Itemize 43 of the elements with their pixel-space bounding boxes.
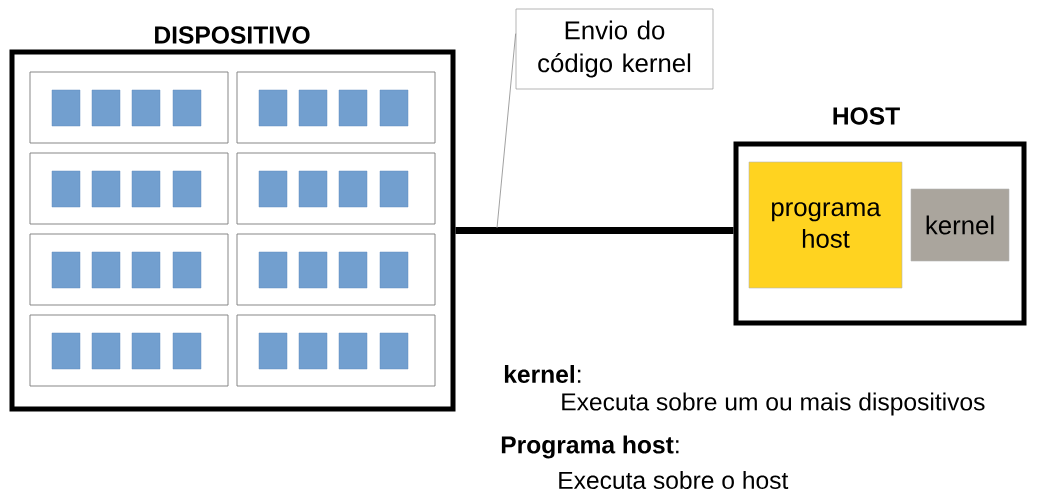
note-text: kernel: [504, 365, 581, 384]
core-square [172, 89, 202, 127]
core-square [51, 89, 81, 127]
core-square [379, 251, 409, 289]
core-square [91, 332, 121, 370]
callout-box: Envio do código kernel [515, 8, 714, 90]
kernel-box: kernel [910, 188, 1010, 262]
box-title: HOST [833, 107, 900, 125]
core-square [298, 251, 328, 289]
core-square [379, 332, 409, 370]
connection-line [455, 227, 734, 234]
core-square [91, 251, 121, 289]
core-square [258, 170, 288, 208]
core-square [379, 89, 409, 127]
core-square [172, 170, 202, 208]
core-square [258, 89, 288, 127]
core-square [91, 170, 121, 208]
core-square [338, 170, 368, 208]
core-square [172, 332, 202, 370]
core-square [91, 89, 121, 127]
core-square [338, 332, 368, 370]
core-square [51, 332, 81, 370]
core-square [379, 170, 409, 208]
core-square [298, 89, 328, 127]
core-square [131, 170, 161, 208]
leader-line [496, 33, 517, 229]
program-box: programa host [748, 161, 903, 289]
note-text: Executa sobre um ou mais dispositivos [562, 392, 985, 416]
core-square [131, 332, 161, 370]
note-text: Executa sobre o host [559, 471, 789, 490]
core-square [298, 332, 328, 370]
note-text: Programa host: [501, 435, 679, 459]
core-square [131, 251, 161, 289]
core-square [172, 251, 202, 289]
core-square [51, 170, 81, 208]
core-square [258, 251, 288, 289]
core-square [258, 332, 288, 370]
core-square [338, 89, 368, 127]
core-square [298, 170, 328, 208]
core-square [51, 251, 81, 289]
core-square [338, 251, 368, 289]
core-square [131, 89, 161, 127]
box-title: DISPOSITIVO [155, 26, 310, 44]
